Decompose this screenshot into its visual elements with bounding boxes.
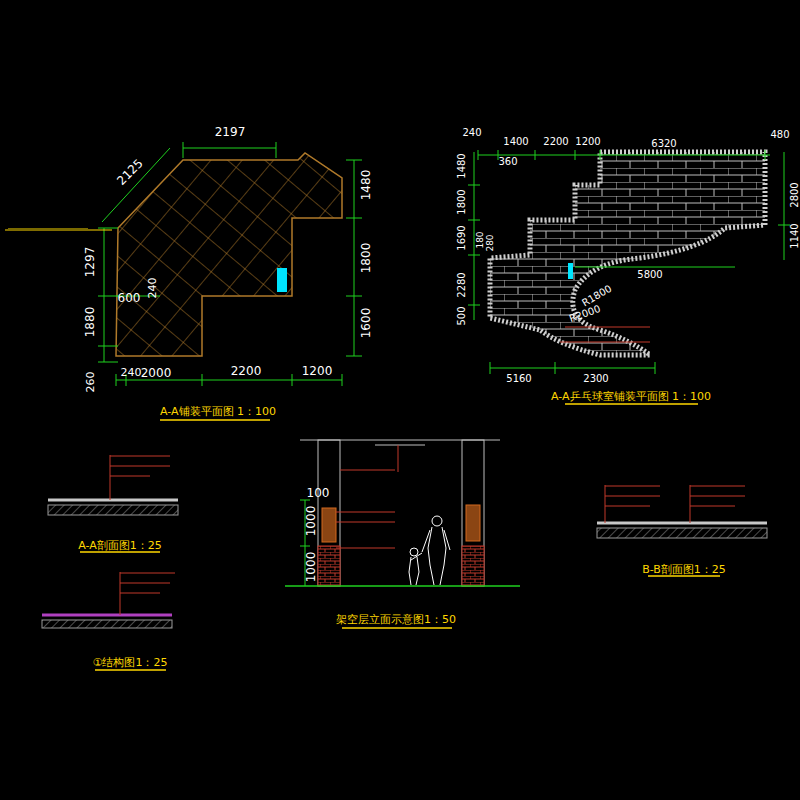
dimension-text: 1880 <box>84 307 96 338</box>
dimension-text: 1480 <box>360 170 372 201</box>
dimension-text: 2200 <box>543 137 568 147</box>
dimension-text: 1480 <box>457 153 467 178</box>
drawing-title: A-A乒乓球室铺装平面图 1：100 <box>551 391 711 402</box>
dimension-text: 500 <box>457 306 467 325</box>
dimension-text: 240 <box>462 128 481 138</box>
dimension-text: 2280 <box>457 272 467 297</box>
dimension-text: 1140 <box>790 223 800 248</box>
dimension-text: 1200 <box>575 137 600 147</box>
dimension-text: 1800 <box>457 189 467 214</box>
dimension-text: 2000 <box>141 367 172 379</box>
dimension-text: 2300 <box>583 374 608 384</box>
dimension-text: 1200 <box>302 365 333 377</box>
dimension-text: 1000 <box>305 506 317 537</box>
drawing-title: A-A剖面图1：25 <box>78 540 162 551</box>
dimension-text: 600 <box>118 292 141 304</box>
drawing-title: A-A铺装平面图 1：100 <box>160 406 276 417</box>
dimension-text: 2800 <box>790 182 800 207</box>
dimension-text: 260 <box>85 372 96 393</box>
dimension-text: 5160 <box>506 374 531 384</box>
dimension-text: 480 <box>770 130 789 140</box>
dimension-text: 1600 <box>360 308 372 339</box>
dimension-text: 5800 <box>637 270 662 280</box>
dimension-text: 6320 <box>651 139 676 149</box>
dimension-text: 100 <box>307 487 330 499</box>
drawing-title: B-B剖面图1：25 <box>642 564 726 575</box>
dimension-text: 1800 <box>360 243 372 274</box>
dimension-text: 1000 <box>305 552 317 583</box>
drawing-title: 架空层立面示意图1：50 <box>336 614 456 625</box>
dimension-text: 360 <box>498 157 517 167</box>
dimension-text: 280 <box>486 234 495 251</box>
dimension-text: 1400 <box>503 137 528 147</box>
dimension-text: 2197 <box>215 126 246 138</box>
dimension-text: 2200 <box>231 365 262 377</box>
drawing-title: ①结构图1：25 <box>93 657 168 668</box>
dimension-text: 1690 <box>457 225 467 250</box>
dimension-text: 240 <box>121 367 142 378</box>
dimension-text: 240 <box>147 278 158 299</box>
dimension-text: 1297 <box>84 247 96 278</box>
dimension-text: 2125 <box>115 157 145 187</box>
dimension-text: 180 <box>476 231 485 248</box>
